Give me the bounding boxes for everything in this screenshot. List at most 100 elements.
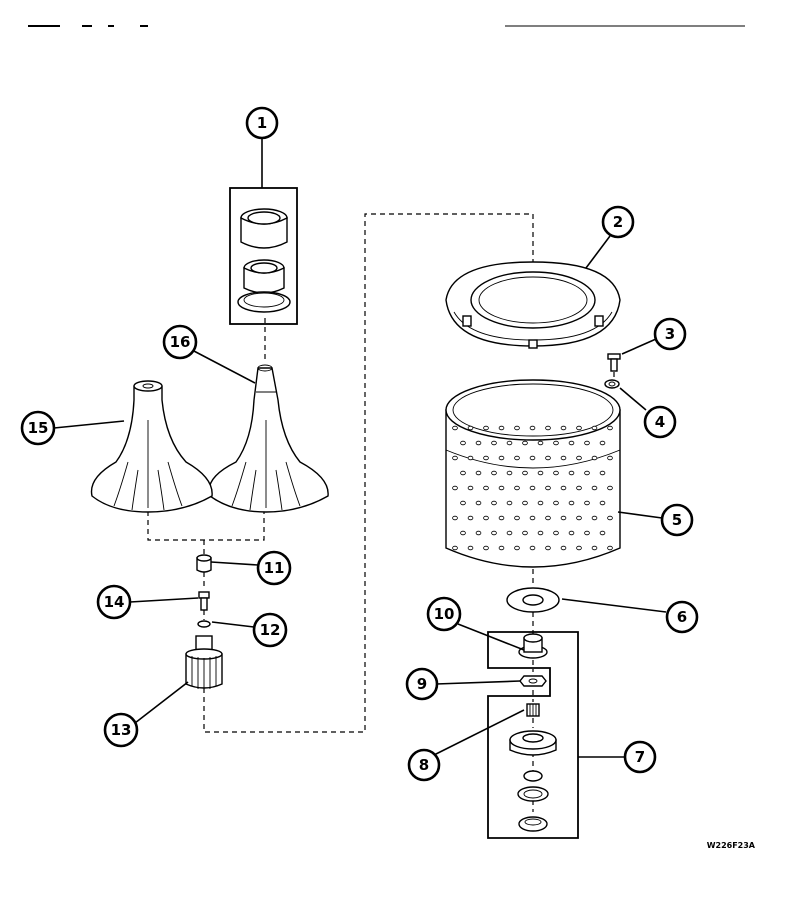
basket-hole (483, 485, 489, 491)
part-7-bearing-assembly (487, 631, 579, 839)
basket-hole (607, 455, 613, 461)
basket-hole (452, 425, 458, 431)
basket-hole (545, 485, 551, 491)
svg-text:3: 3 (665, 325, 675, 343)
basket-hole (514, 485, 520, 491)
basket-hole (607, 425, 613, 431)
part-6-hub-plate (506, 587, 560, 613)
basket-hole (553, 440, 559, 446)
basket-hole (522, 470, 528, 476)
basket-hole (537, 500, 544, 506)
svg-text:9: 9 (417, 675, 427, 693)
callout-3: 3 (653, 317, 687, 351)
basket-hole (591, 515, 598, 521)
basket-hole (584, 470, 590, 476)
basket-hole (584, 500, 590, 506)
basket-hole (460, 470, 466, 476)
callout-10: 10 (426, 596, 462, 632)
basket-hole (522, 440, 528, 446)
callout-9: 9 (405, 667, 439, 701)
basket-hole (452, 545, 458, 551)
callout-12: 12 (252, 612, 288, 648)
basket-hole (475, 440, 482, 446)
basket-hole (560, 425, 567, 431)
leader-lines (53, 136, 667, 758)
svg-text:10: 10 (434, 605, 455, 623)
callout-16: 16 (162, 324, 198, 360)
callout-13: 13 (103, 712, 139, 748)
svg-text:12: 12 (260, 621, 281, 639)
svg-text:1: 1 (257, 114, 267, 132)
callout-1: 1 (245, 106, 279, 140)
basket-hole (545, 545, 551, 551)
basket-hole (568, 500, 575, 506)
basket-hole (491, 440, 497, 446)
basket-hole (483, 545, 489, 551)
basket-hole (560, 455, 567, 461)
basket-hole (607, 485, 613, 491)
svg-text:7: 7 (635, 748, 645, 766)
basket-hole (560, 485, 567, 491)
basket-hole (498, 485, 505, 491)
basket-hole (475, 500, 482, 506)
part-8-spline-insert (526, 703, 540, 717)
basket-hole (568, 530, 575, 536)
basket-hole (514, 425, 520, 431)
basket-hole (576, 455, 582, 461)
part-1-cap-assembly (229, 187, 298, 325)
callout-14: 14 (96, 584, 132, 620)
basket-hole (506, 440, 513, 446)
basket-hole (545, 455, 551, 461)
basket-hole (576, 485, 582, 491)
part-5-spin-basket (445, 379, 621, 568)
basket-hole (599, 500, 606, 506)
basket-hole (529, 455, 536, 461)
basket-hole (467, 485, 474, 491)
basket-hole (483, 515, 489, 521)
part-16-agitator (208, 364, 329, 513)
basket-hole (591, 485, 598, 491)
basket-hole (467, 515, 474, 521)
basket-hole (537, 440, 544, 446)
basket-hole (498, 425, 505, 431)
basket-hole (452, 485, 458, 491)
basket-hole (537, 530, 544, 536)
svg-text:15: 15 (28, 419, 49, 437)
basket-hole (467, 455, 474, 461)
basket-hole (483, 425, 489, 431)
svg-text:6: 6 (677, 608, 687, 626)
basket-hole (467, 425, 474, 431)
basket-hole (553, 470, 559, 476)
basket-hole (545, 515, 551, 521)
part-11-nut (196, 554, 212, 573)
part-15-agitator (90, 380, 213, 513)
basket-hole (514, 515, 520, 521)
part-13-drive-block (185, 635, 223, 690)
basket-hole (607, 515, 613, 521)
part-3-screw (607, 353, 621, 372)
part-9-nut (519, 675, 547, 687)
basket-hole (560, 545, 567, 551)
svg-text:14: 14 (104, 593, 125, 611)
basket-hole (491, 470, 497, 476)
callout-5: 5 (660, 503, 694, 537)
svg-text:11: 11 (264, 559, 285, 577)
part-14-bolt (198, 591, 210, 611)
callout-6: 6 (665, 600, 699, 634)
basket-hole (576, 425, 582, 431)
basket-hole (498, 515, 505, 521)
basket-hole (568, 440, 575, 446)
basket-hole (491, 530, 497, 536)
basket-hole (452, 515, 458, 521)
basket-hole (522, 530, 528, 536)
basket-hole (529, 515, 536, 521)
callout-2: 2 (601, 205, 635, 239)
basket-hole (460, 440, 466, 446)
basket-hole (491, 500, 497, 506)
drawing-code: W226F23A (707, 841, 756, 850)
callout-11: 11 (256, 550, 292, 586)
basket-hole (498, 545, 505, 551)
callout-7: 7 (623, 740, 657, 774)
svg-text:2: 2 (613, 213, 623, 231)
svg-text:4: 4 (655, 413, 665, 431)
